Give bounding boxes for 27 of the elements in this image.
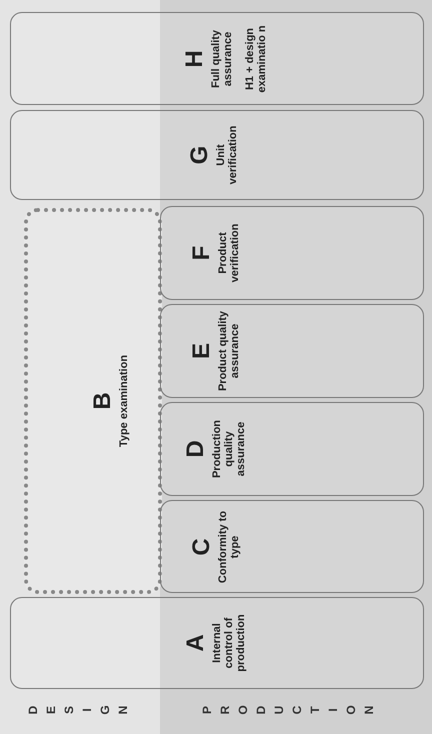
- module-letter: D: [183, 439, 209, 460]
- module-letter: A: [183, 633, 209, 654]
- module-name: Product verification: [217, 222, 241, 284]
- module-name: H1 + design examinatio n: [244, 24, 268, 94]
- module-letter: G: [187, 144, 213, 166]
- module-box: [160, 500, 424, 593]
- module-letter: E: [189, 342, 215, 362]
- module-box: [160, 402, 424, 496]
- module-box: [10, 12, 424, 105]
- module-letter: C: [189, 536, 215, 558]
- dotted-module-box: [24, 208, 162, 594]
- module-box: [10, 110, 424, 200]
- module-letter: B: [90, 391, 116, 412]
- module-name: Production quality assurance: [211, 418, 247, 480]
- phase-label: DESIGN: [26, 703, 134, 717]
- module-name: Unit verification: [215, 124, 239, 186]
- module-name: Conformity to type: [217, 509, 241, 585]
- module-box: [160, 206, 424, 300]
- module-box: [160, 304, 424, 398]
- phase-label: PRODUCTION: [200, 703, 380, 717]
- module-letter: F: [189, 244, 215, 262]
- module-name: Product quality assurance: [217, 310, 241, 394]
- module-name: Type examination: [118, 354, 130, 450]
- module-name: Internal control of production: [211, 613, 247, 674]
- module-box: [10, 597, 424, 689]
- module-name: Full quality assurance: [210, 28, 234, 90]
- module-letter: H: [182, 48, 208, 70]
